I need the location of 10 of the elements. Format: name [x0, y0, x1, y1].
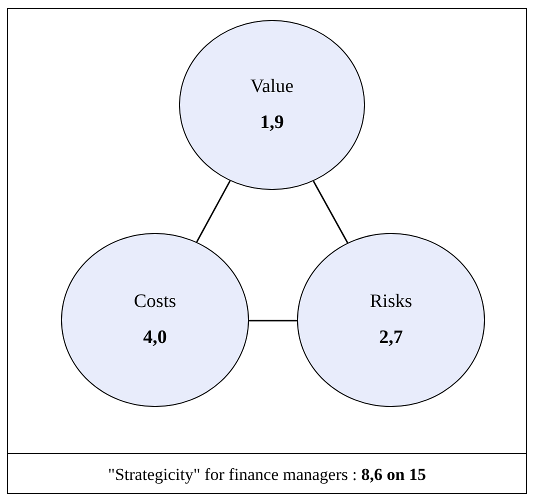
node-label: Value: [250, 76, 294, 98]
connector-line: [249, 320, 297, 322]
connector-line: [312, 180, 348, 244]
connector-line: [196, 180, 231, 242]
caption-text: "Strategicity" for finance managers : 8,6 on 15: [108, 464, 426, 484]
node-score: 2,7: [379, 327, 403, 349]
node-score: 1,9: [260, 112, 284, 134]
node-label: Costs: [134, 291, 176, 313]
node-score: 4,0: [143, 327, 167, 349]
node-label: Risks: [370, 291, 412, 313]
